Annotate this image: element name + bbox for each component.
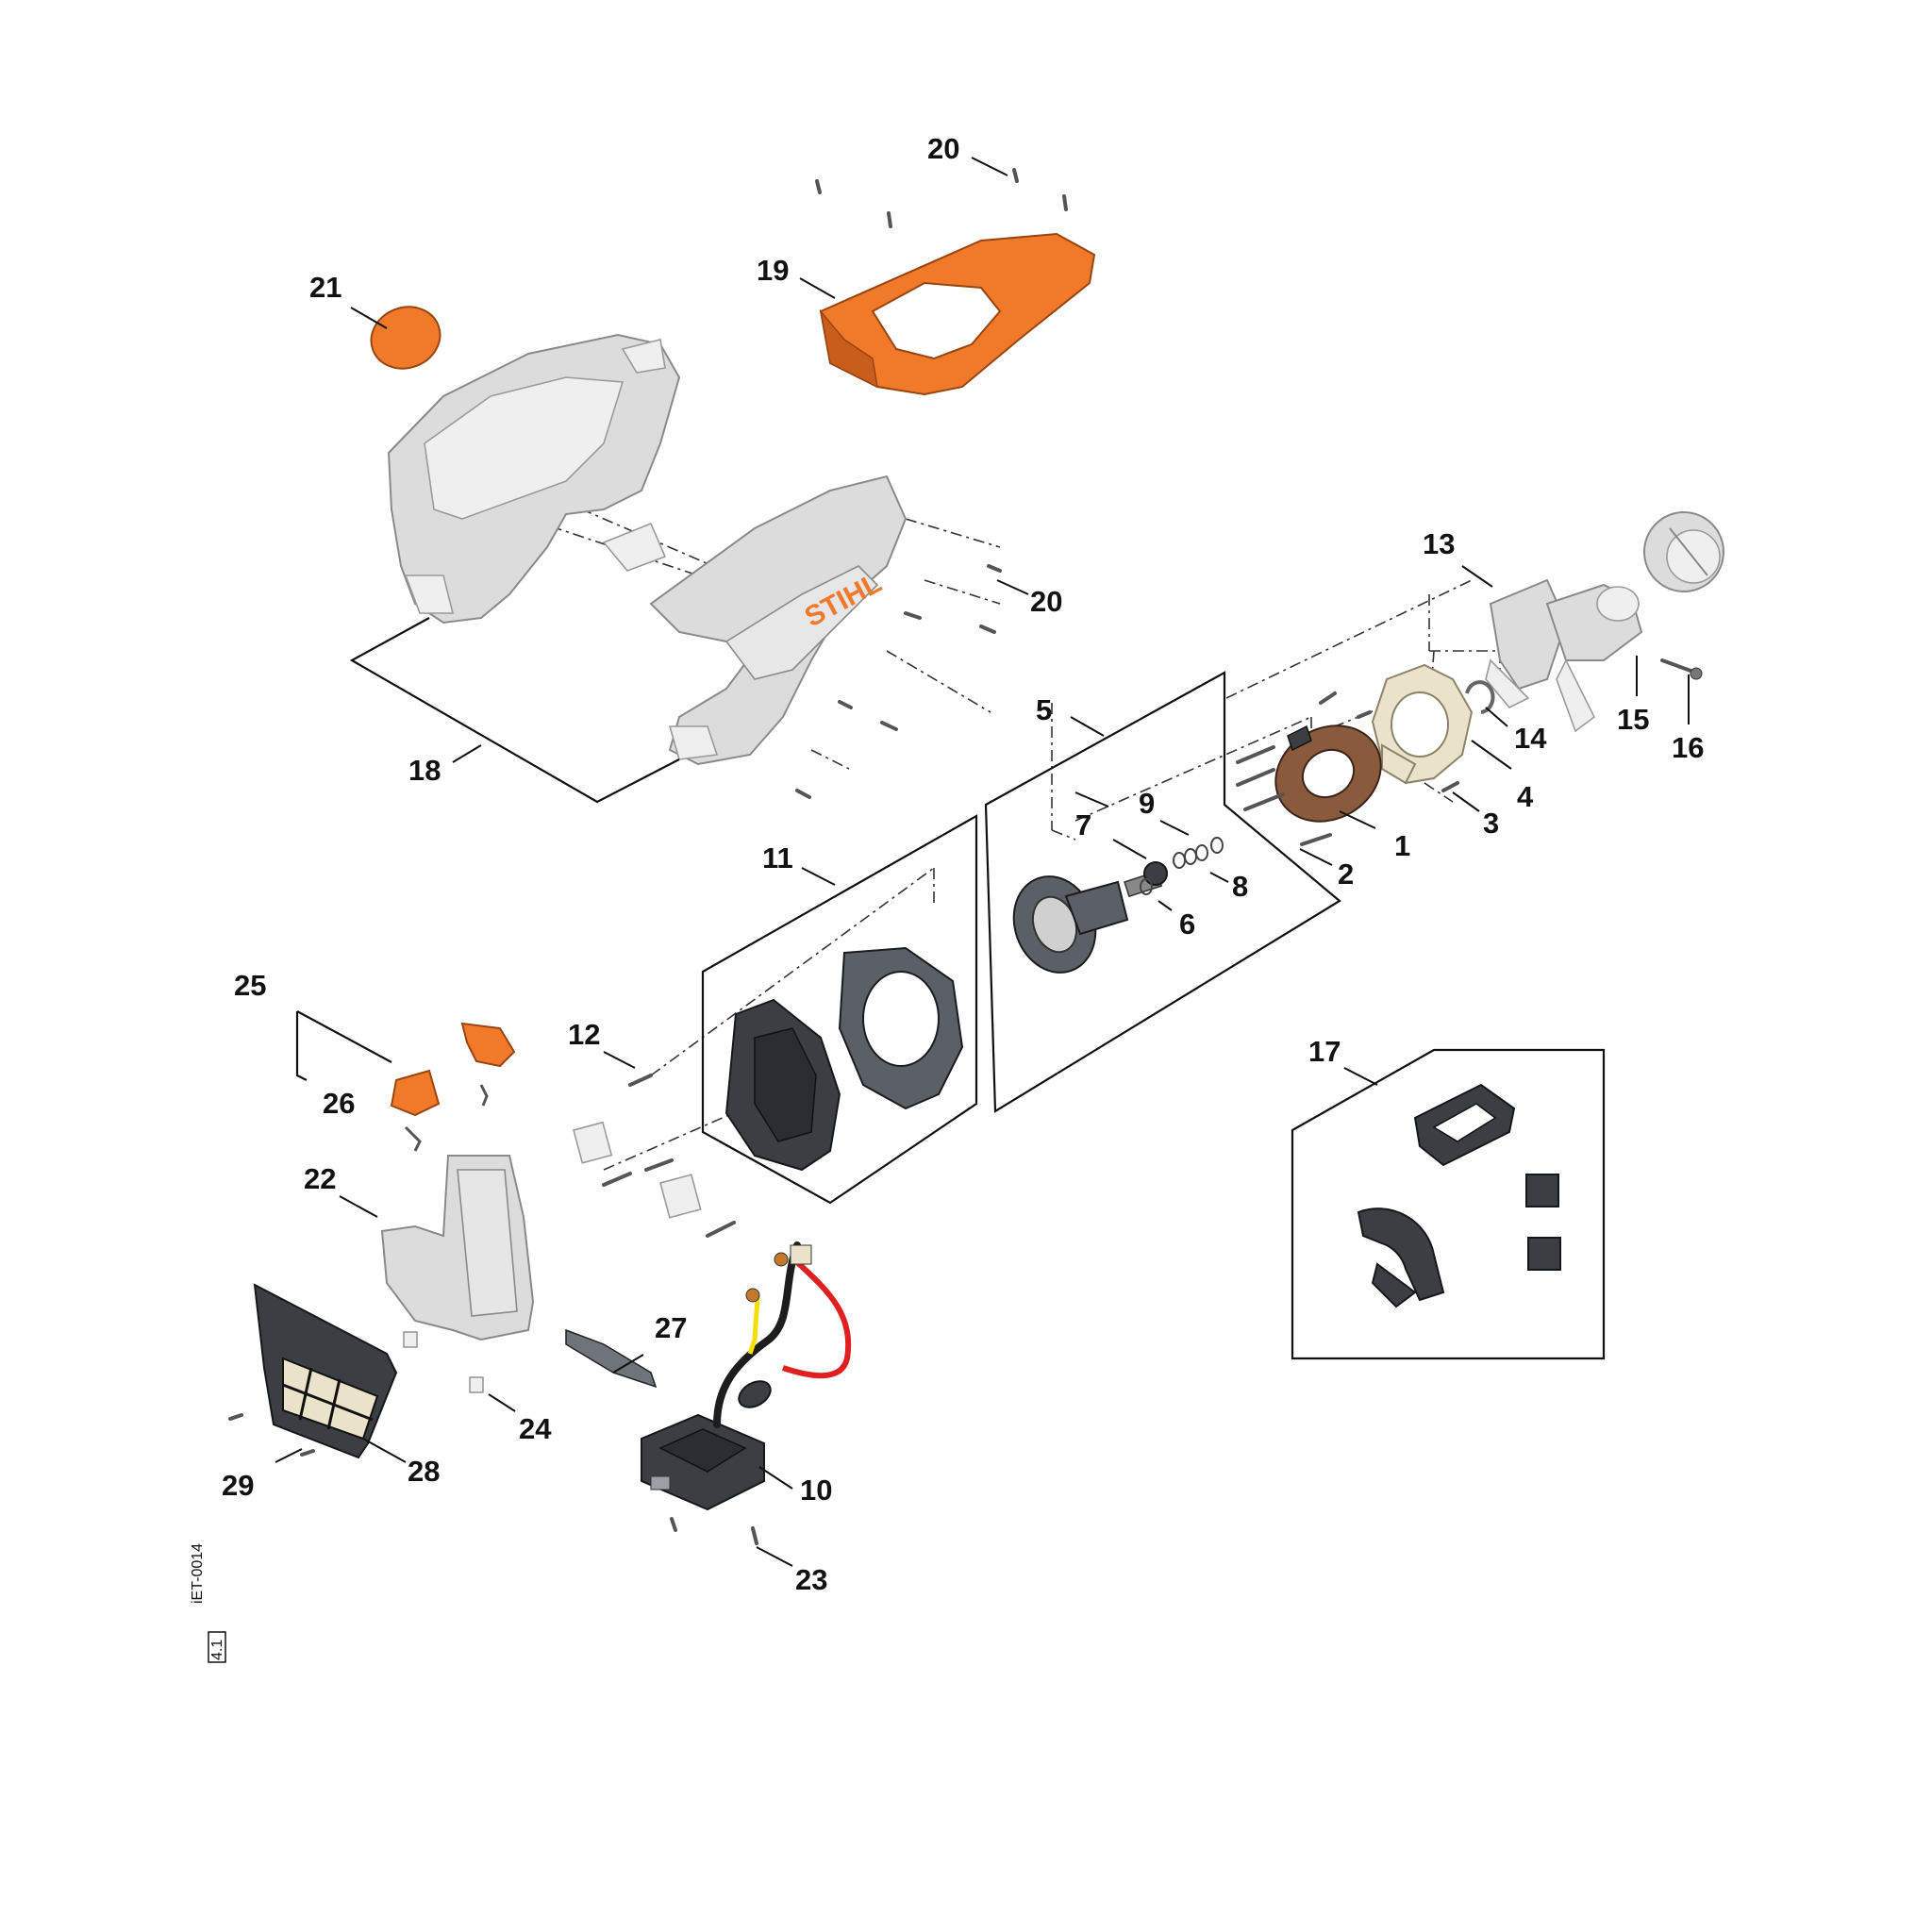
part-19-top-cover [819, 232, 1096, 396]
part-13-motor-carrier [1485, 511, 1724, 733]
part-7-bearing [1143, 861, 1168, 886]
part-17-kit [1357, 1083, 1561, 1308]
part-10-electronics [641, 1241, 852, 1511]
drawing-code: iET-0014 [190, 1543, 206, 1604]
callout-24: 24 [519, 1412, 552, 1445]
part-12-spacers [573, 1121, 702, 1219]
callout-17: 17 [1308, 1035, 1341, 1068]
part-14-circlip [1465, 680, 1495, 714]
callout-5: 5 [1036, 693, 1052, 726]
callout-4: 4 [1517, 780, 1534, 813]
part-11-fan-shroud [838, 946, 964, 1110]
callout-21: 21 [309, 271, 341, 304]
callout-20-top: 20 [927, 132, 959, 165]
callout-11: 11 [762, 841, 793, 874]
callout-18: 18 [408, 754, 441, 787]
callout-1: 1 [1394, 829, 1410, 862]
screws [228, 168, 1703, 1545]
sheet-mark-text: 4.1 [209, 1640, 225, 1660]
callout-10: 10 [800, 1474, 832, 1507]
callout-27: 27 [655, 1311, 687, 1344]
callout-26: 26 [323, 1087, 355, 1120]
callout-22: 22 [304, 1162, 336, 1195]
callout-14: 14 [1514, 722, 1547, 755]
callout-16: 16 [1672, 731, 1704, 764]
callout-3: 3 [1483, 807, 1499, 840]
callout-13: 13 [1423, 527, 1455, 560]
callout-8: 8 [1232, 870, 1248, 903]
part-25-clips [390, 1022, 516, 1117]
callout-7: 7 [1075, 808, 1091, 841]
part-18-housing: STIHL [387, 333, 908, 766]
part-6-rotor [1012, 870, 1163, 974]
part-1-stator [1274, 724, 1382, 823]
group-brackets [295, 617, 1606, 1360]
sheet-mark: 4.1 [208, 1631, 226, 1663]
part-22-battery-tray [380, 1155, 535, 1393]
part-28-filter [253, 1283, 398, 1459]
leader-lines [275, 157, 1690, 1567]
part-27-contact [565, 1328, 658, 1389]
callout-23: 23 [795, 1563, 827, 1596]
callout-2: 2 [1338, 858, 1354, 891]
part-26-spring [404, 1084, 489, 1152]
callout-28: 28 [408, 1455, 440, 1488]
callout-20-right: 20 [1030, 585, 1062, 618]
callout-19: 19 [757, 254, 789, 287]
part-21-disc [370, 306, 441, 370]
callout-25: 25 [234, 969, 266, 1002]
callout-6: 6 [1179, 908, 1195, 941]
callout-9: 9 [1139, 787, 1155, 820]
part-8-9-washers [1140, 837, 1224, 895]
part-4-holder [1371, 663, 1474, 785]
callout-12: 12 [568, 1018, 600, 1051]
part-11-fan-cover [724, 998, 841, 1172]
callout-29: 29 [222, 1469, 254, 1502]
callout-numbers: 1 2 3 4 5 6 7 8 9 10 11 12 13 14 15 16 1… [222, 132, 1704, 1596]
callout-15: 15 [1617, 703, 1649, 736]
